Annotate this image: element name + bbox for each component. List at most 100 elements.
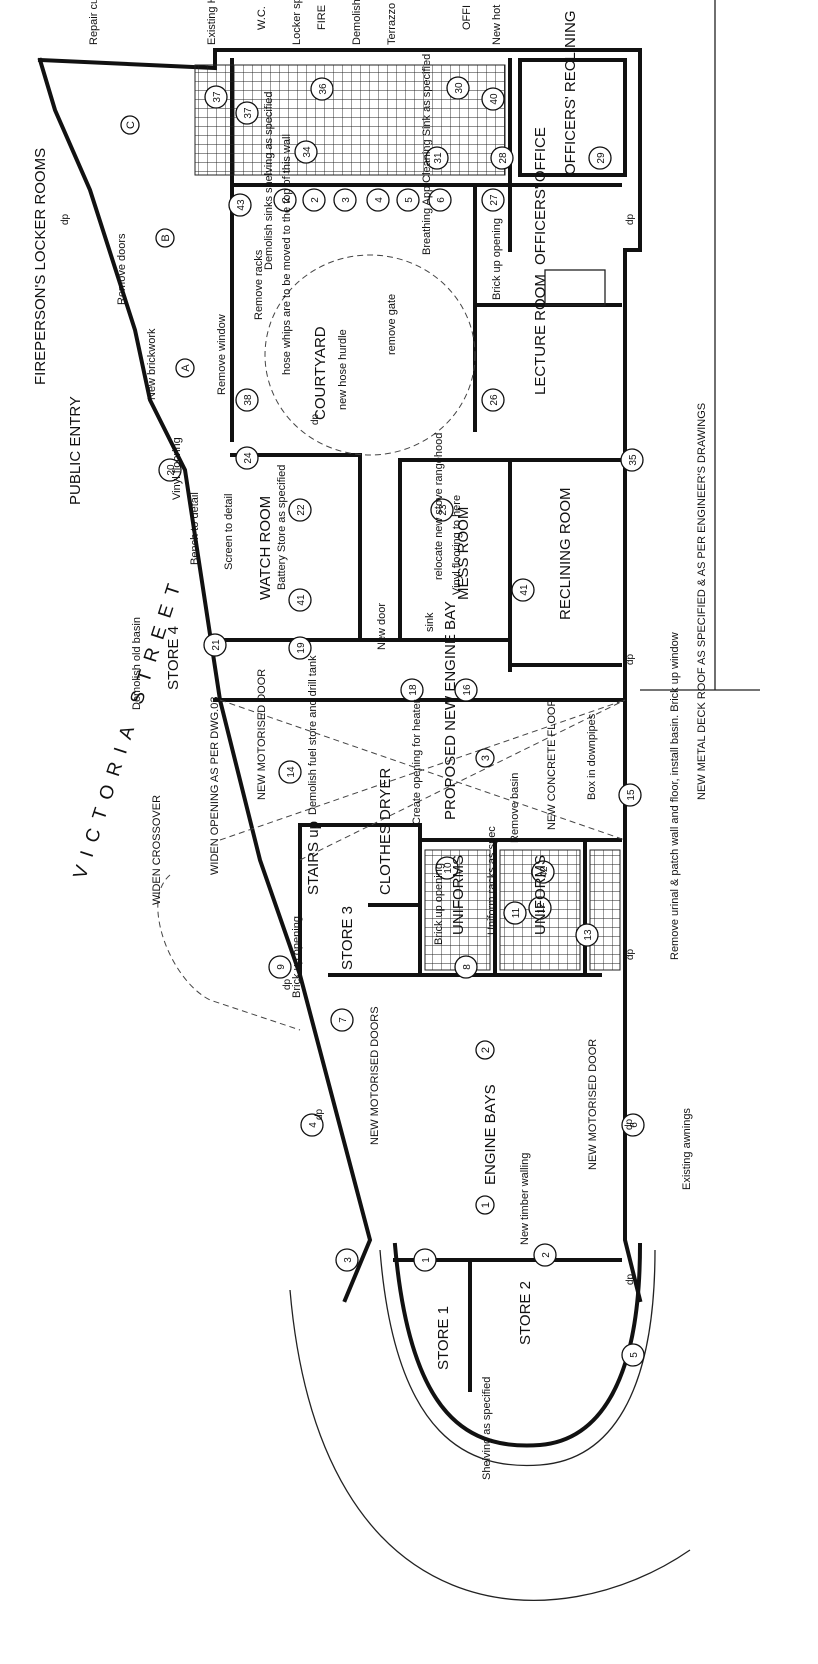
- door-tag: 26: [481, 388, 505, 412]
- window-tag: 2: [302, 188, 326, 212]
- door-tag: 12: [528, 896, 552, 920]
- svg-text:21: 21: [211, 639, 222, 651]
- svg-text:30: 30: [454, 82, 465, 94]
- svg-text:20: 20: [166, 464, 177, 476]
- svg-text:43: 43: [236, 199, 247, 211]
- label-wc-top: W.C.: [256, 6, 268, 30]
- svg-text:37: 37: [212, 91, 223, 103]
- svg-text:16: 16: [462, 684, 473, 696]
- door-tag: 9: [268, 955, 292, 979]
- annotation-notes: Repair cu and paint Existing Hot water L…: [60, 0, 708, 1480]
- room-store-1: STORE 1: [435, 1306, 452, 1370]
- svg-text:7: 7: [338, 1017, 349, 1023]
- svg-text:Shelving as specified: Shelving as specified: [481, 1377, 493, 1480]
- svg-text:Uniform racks as spec: Uniform racks as spec: [486, 826, 498, 935]
- window-tag: 6: [428, 188, 452, 212]
- svg-text:Demolish old basin: Demolish old basin: [131, 617, 143, 710]
- svg-text:36: 36: [318, 83, 329, 95]
- door-tag: 10: [435, 856, 459, 880]
- door-tag: 37: [235, 101, 259, 125]
- svg-text:Demolish sinks shelving as spe: Demolish sinks shelving as specified: [263, 91, 275, 270]
- svg-text:1: 1: [480, 1202, 492, 1208]
- svg-text:WIDEN OPENING AS PER DWG.03: WIDEN OPENING AS PER DWG.03: [209, 697, 221, 875]
- door-tag: 19: [288, 636, 312, 660]
- svg-text:WIDEN CROSSOVER: WIDEN CROSSOVER: [151, 795, 163, 905]
- room-officers-office: OFFICERS' OFFICE: [532, 127, 549, 265]
- door-tag: 27: [481, 188, 505, 212]
- svg-text:5: 5: [404, 197, 415, 203]
- svg-text:26: 26: [489, 394, 500, 406]
- svg-text:6: 6: [629, 1122, 640, 1128]
- svg-text:38: 38: [243, 394, 254, 406]
- zone-markers: 1 2 3 A B C: [120, 115, 495, 1215]
- door-tag: 21: [203, 633, 227, 657]
- svg-text:29: 29: [596, 152, 607, 164]
- svg-text:14: 14: [286, 766, 297, 778]
- svg-text:1: 1: [421, 1257, 432, 1263]
- svg-text:Breathing App Cleaning Sink as: Breathing App Cleaning Sink as specified: [421, 54, 433, 255]
- room-officers-reclining: OFFICERS' RECLINING: [562, 10, 579, 175]
- svg-text:C: C: [125, 121, 137, 129]
- room-stairs: STAIRS up: [305, 821, 322, 895]
- svg-text:B: B: [160, 234, 172, 241]
- svg-text:Vinyl flooring: Vinyl flooring: [171, 437, 183, 500]
- window-tag: 5: [396, 188, 420, 212]
- svg-text:22: 22: [296, 504, 307, 516]
- svg-text:NEW METAL DECK ROOF AS SPECIFI: NEW METAL DECK ROOF AS SPECIFIED & AS PE…: [696, 403, 708, 800]
- svg-text:Screen to detail: Screen to detail: [223, 494, 235, 570]
- svg-text:10: 10: [443, 862, 454, 874]
- svg-text:4: 4: [374, 197, 385, 203]
- door-tag: 35: [620, 448, 644, 472]
- door-tag: 41: [511, 578, 535, 602]
- room-lecture: LECTURE ROOM: [532, 274, 549, 395]
- svg-text:18: 18: [408, 684, 419, 696]
- door-tag: 29: [588, 146, 612, 170]
- zone-1-marker: 1: [475, 1195, 495, 1215]
- door-tag: 5: [621, 1343, 645, 1367]
- svg-text:new hose hurdle: new hose hurdle: [337, 329, 349, 410]
- svg-text:2: 2: [480, 1047, 492, 1053]
- courtyard-lines: [219, 0, 760, 861]
- svg-text:Locker sp: Locker sp: [291, 0, 303, 45]
- svg-text:Brick up opening: Brick up opening: [433, 863, 445, 945]
- svg-text:Existing Hot water: Existing Hot water: [206, 0, 218, 45]
- window-tag: 2: [273, 188, 297, 212]
- door-tag: 37: [204, 85, 228, 109]
- room-store-3: STORE 3: [339, 906, 356, 970]
- svg-text:Terrazzo: Terrazzo: [386, 3, 398, 45]
- svg-text:3: 3: [480, 755, 492, 761]
- svg-text:28: 28: [498, 152, 509, 164]
- svg-text:35: 35: [628, 454, 639, 466]
- label-offi-top: OFFI: [461, 5, 473, 30]
- door-tag: 7: [330, 1008, 354, 1032]
- area-b-marker: B: [155, 228, 175, 248]
- door-tag: 3: [335, 1248, 359, 1272]
- door-tag: 4: [300, 1113, 324, 1137]
- door-tag: 38: [235, 388, 259, 412]
- svg-text:37: 37: [243, 107, 254, 119]
- area-a-marker: A: [175, 358, 195, 378]
- svg-text:24: 24: [243, 452, 254, 464]
- svg-text:Create opening for heater: Create opening for heater: [411, 699, 423, 825]
- svg-text:dp: dp: [625, 1273, 636, 1285]
- svg-text:Remove doors: Remove doors: [116, 233, 128, 305]
- svg-text:Box in downpipes: Box in downpipes: [586, 713, 598, 800]
- svg-text:11: 11: [511, 907, 522, 918]
- svg-text:12: 12: [536, 902, 547, 914]
- svg-text:41: 41: [519, 584, 530, 596]
- svg-text:dp: dp: [625, 653, 636, 665]
- svg-text:23: 23: [438, 504, 449, 516]
- room-locker-rooms: FIREPERSON'S LOCKER ROOMS: [32, 148, 49, 385]
- door-tag: 16: [454, 678, 478, 702]
- svg-text:dp: dp: [625, 948, 636, 960]
- svg-text:Bench to detail: Bench to detail: [189, 492, 201, 565]
- door-tag: 1: [413, 1248, 437, 1272]
- svg-text:relocate new stove rangehood: relocate new stove rangehood: [433, 433, 445, 580]
- door-tags: 37 37 36 30 40 34 31 28 29 2 2 3 4 5 6 2…: [158, 76, 645, 1367]
- room-courtyard: COURTYARD: [312, 326, 329, 420]
- svg-text:sink: sink: [424, 612, 436, 632]
- svg-text:dp: dp: [310, 413, 321, 425]
- svg-text:Demolish: Demolish: [351, 0, 363, 45]
- door-tag: 18: [400, 678, 424, 702]
- door-tag: 24: [235, 446, 259, 470]
